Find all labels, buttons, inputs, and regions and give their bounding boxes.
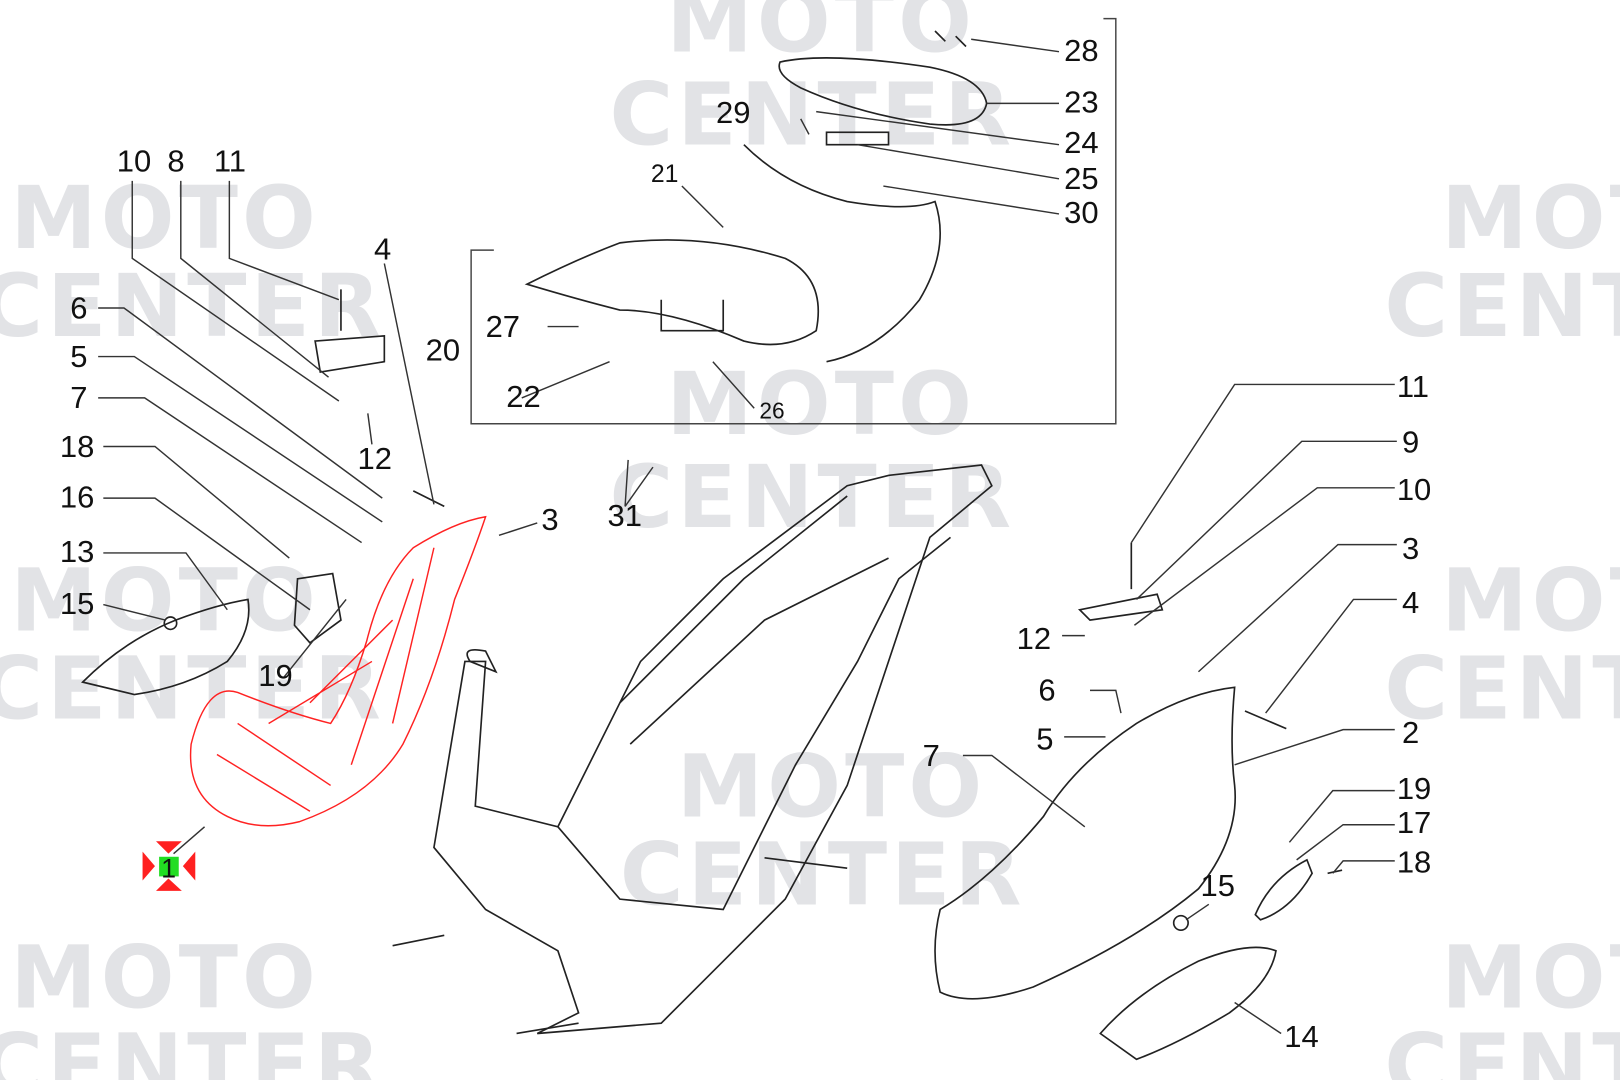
watermark-text: MOTO — [1441, 168, 1620, 269]
part-labels: 28 23 24 25 29 21 30 27 20 22 26 31 10 8… — [60, 33, 1431, 1054]
part-label-11[interactable]: 11 — [214, 144, 246, 179]
part-label-15[interactable]: 15 — [60, 586, 94, 621]
marker-arrow-left-icon — [142, 851, 155, 881]
watermark-text: MOTO — [677, 736, 987, 837]
part-label-13[interactable]: 13 — [60, 534, 94, 569]
marker-arrow-top-icon — [156, 841, 182, 854]
part-label-9[interactable]: 9 — [1402, 425, 1419, 460]
part-label-17[interactable]: 17 — [1397, 805, 1431, 840]
part-label-4[interactable]: 4 — [374, 231, 391, 266]
part-label-6[interactable]: 6 — [1038, 673, 1055, 708]
watermark-text: CENTER — [0, 256, 385, 357]
watermark-text: CENTER — [1384, 638, 1620, 739]
part-label-24[interactable]: 24 — [1064, 125, 1098, 160]
part-label-21[interactable]: 21 — [651, 161, 679, 188]
scooter-frame — [392, 464, 993, 1035]
part-label-5[interactable]: 5 — [1036, 721, 1053, 756]
part-label-6[interactable]: 6 — [70, 290, 87, 325]
part-label-18[interactable]: 18 — [60, 429, 94, 464]
left-small-parts — [81, 289, 445, 696]
part-label-19[interactable]: 19 — [258, 658, 292, 693]
watermark-text: CENTER — [0, 638, 385, 739]
watermark-text: CENTER — [610, 65, 1016, 166]
watermark-text: CENTER — [1384, 1015, 1620, 1080]
marker-square — [159, 856, 179, 877]
watermark-text: CENTER — [0, 1015, 385, 1080]
part-label-18[interactable]: 18 — [1397, 844, 1431, 879]
part-label-25[interactable]: 25 — [1064, 161, 1098, 196]
watermark-text: CENTER — [1384, 256, 1620, 357]
part-label-28[interactable]: 28 — [1064, 33, 1098, 68]
part-label-10[interactable]: 10 — [117, 144, 151, 179]
part-label-1[interactable]: 1 — [161, 853, 176, 883]
part-label-7[interactable]: 7 — [923, 738, 940, 773]
leader-lines — [98, 38, 1397, 1035]
part-label-23[interactable]: 23 — [1064, 85, 1098, 120]
part-label-16[interactable]: 16 — [60, 479, 94, 514]
part-label-3[interactable]: 3 — [1402, 531, 1419, 566]
part-label-3[interactable]: 3 — [541, 502, 558, 537]
subassembly-bracket — [470, 17, 1117, 425]
part-label-2[interactable]: 2 — [1402, 715, 1419, 750]
part-label-7[interactable]: 7 — [70, 380, 87, 415]
watermark-text: MOTO — [666, 0, 976, 73]
watermark-text: MOTO — [10, 168, 320, 269]
part-label-31[interactable]: 31 — [608, 498, 642, 533]
part-label-19[interactable]: 19 — [1397, 771, 1431, 806]
marker-arrow-right-icon — [182, 851, 196, 881]
part-label-15[interactable]: 15 — [1201, 868, 1235, 903]
part-label-8[interactable]: 8 — [167, 144, 184, 179]
part-label-30[interactable]: 30 — [1064, 195, 1098, 230]
marker-arrow-bottom-icon — [156, 878, 182, 891]
part-label-14[interactable]: 14 — [1284, 1019, 1318, 1054]
watermark-text: CENTER — [610, 447, 1016, 548]
part-label-26[interactable]: 26 — [759, 398, 784, 424]
watermark-text: MOTO — [10, 928, 320, 1029]
part-label-4[interactable]: 4 — [1402, 585, 1419, 620]
watermark-text: MOTO — [1441, 928, 1620, 1029]
watermark-text: MOTO — [666, 354, 976, 455]
part-label-12[interactable]: 12 — [1017, 621, 1051, 656]
part-label-10[interactable]: 10 — [1397, 472, 1431, 507]
highlighted-part-1-legshield — [189, 515, 487, 827]
part-label-27[interactable]: 27 — [486, 309, 520, 344]
watermark-text: CENTER — [620, 824, 1026, 925]
watermark-text: MOTO — [1441, 550, 1620, 651]
part-label-20[interactable]: 20 — [426, 333, 460, 368]
part-label-5[interactable]: 5 — [70, 339, 87, 374]
part-label-22[interactable]: 22 — [506, 379, 540, 414]
watermark-text: MOTO — [10, 550, 320, 651]
right-small-parts — [934, 542, 1343, 1061]
part-label-29[interactable]: 29 — [716, 95, 750, 130]
part-label-12[interactable]: 12 — [357, 441, 391, 476]
part-label-11[interactable]: 11 — [1397, 369, 1429, 404]
selected-part-marker[interactable]: 1 — [142, 841, 196, 891]
